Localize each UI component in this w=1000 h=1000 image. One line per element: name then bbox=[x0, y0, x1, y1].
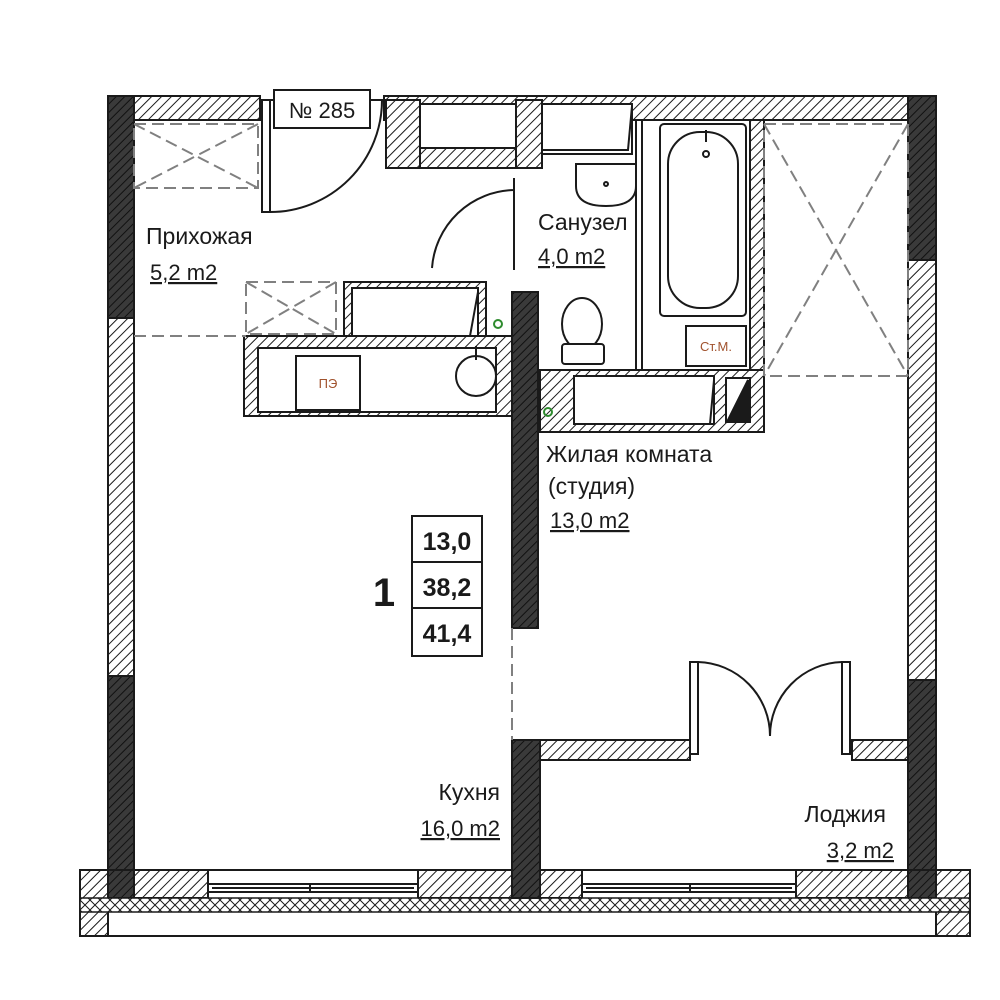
washing-machine-label: Ст.М. bbox=[700, 339, 732, 354]
kitchen-area: 16,0 m2 bbox=[421, 816, 501, 841]
left-wall-upper bbox=[107, 95, 135, 319]
riser-icon bbox=[543, 407, 553, 417]
partition-kitchen-loggia bbox=[511, 739, 541, 899]
electrical-panel bbox=[295, 355, 361, 411]
apartment-number-box bbox=[273, 89, 371, 129]
sink bbox=[575, 163, 637, 208]
living-room-area: 13,0 m2 bbox=[550, 508, 630, 533]
riser-icon bbox=[493, 319, 503, 329]
washing-machine bbox=[685, 325, 747, 367]
right-wall-middle bbox=[907, 259, 937, 681]
loggia-wall-right bbox=[851, 739, 909, 761]
electrical-panel-label: ПЭ bbox=[319, 376, 338, 391]
facade bbox=[79, 869, 971, 937]
window-kitchen bbox=[207, 883, 419, 893]
total-with-loggia-value: 41,4 bbox=[423, 620, 472, 648]
bathtub bbox=[659, 123, 747, 317]
kitchen-sink bbox=[455, 346, 497, 397]
living-room-name: Жилая комната bbox=[546, 441, 712, 467]
window-living-room bbox=[581, 883, 797, 893]
kitchen-name: Кухня bbox=[438, 779, 500, 805]
top-wall-left bbox=[133, 95, 261, 121]
loggia-name: Лоджия bbox=[805, 801, 887, 827]
bathroom-name: Санузел bbox=[538, 209, 628, 235]
right-wall-lower bbox=[907, 679, 937, 899]
left-wall-middle bbox=[107, 317, 135, 677]
rooms-count: 1 bbox=[373, 571, 395, 615]
total-area-value: 38,2 bbox=[423, 574, 472, 602]
left-wall-lower bbox=[107, 675, 135, 899]
toilet bbox=[561, 297, 605, 365]
hallway-area: 5,2 m2 bbox=[150, 260, 217, 285]
loggia-area: 3,2 m2 bbox=[827, 838, 894, 863]
area-summary: 1 13,0 38,2 41,4 bbox=[373, 515, 483, 657]
bathroom-door bbox=[431, 178, 515, 270]
partition-living-kitchen bbox=[511, 291, 539, 629]
wardrobes bbox=[133, 123, 909, 740]
loggia-door bbox=[689, 661, 851, 755]
living-room-subtitle: (студия) bbox=[548, 473, 635, 499]
bathroom-area: 4,0 m2 bbox=[538, 244, 605, 269]
exterior-walls bbox=[107, 95, 937, 899]
living-area-value: 13,0 bbox=[423, 528, 472, 556]
interior-walls bbox=[243, 99, 909, 899]
loggia-wall-left bbox=[539, 739, 691, 761]
apartment-number: № 285 bbox=[289, 98, 355, 123]
right-wall-upper bbox=[907, 95, 937, 261]
hallway-name: Прихожая bbox=[146, 223, 253, 249]
